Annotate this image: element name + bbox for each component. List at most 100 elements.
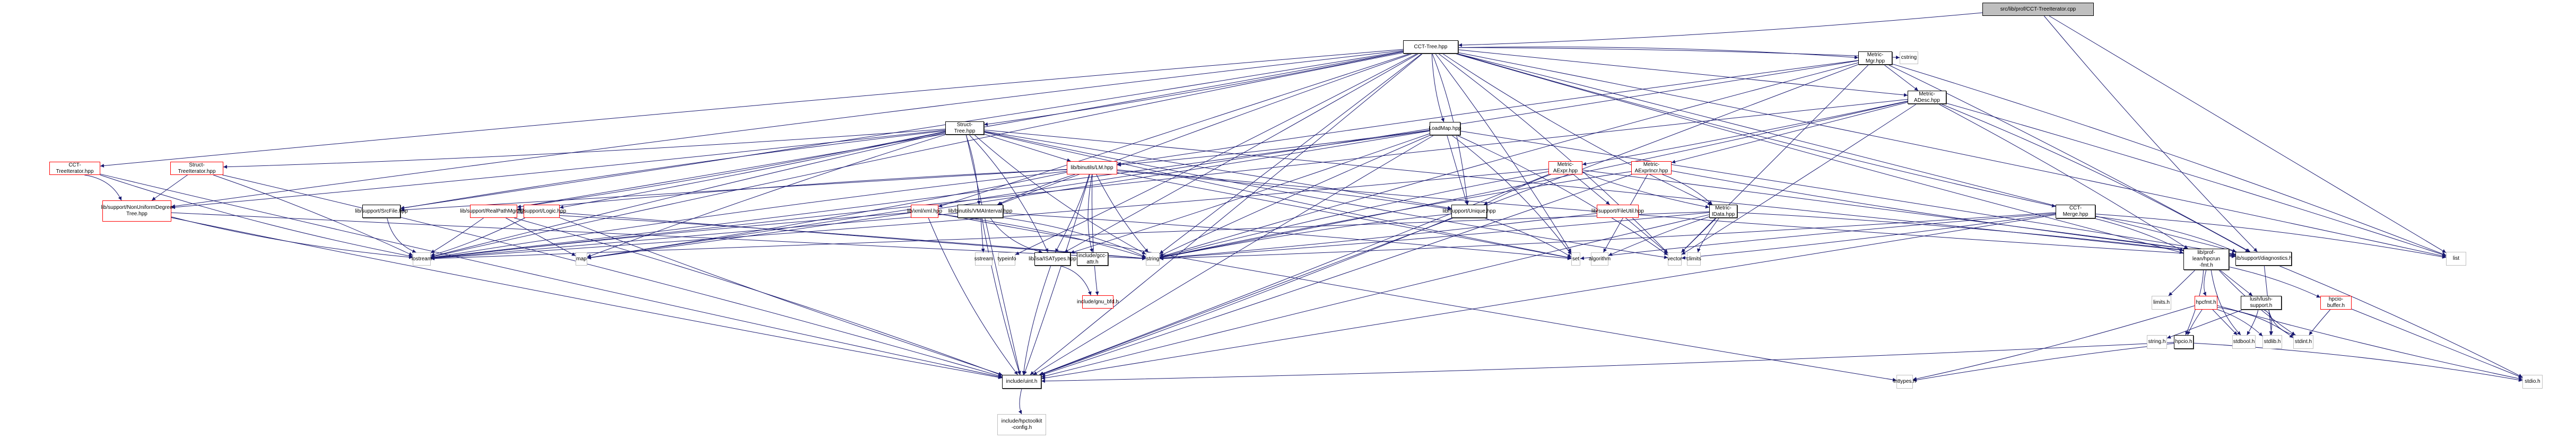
graph-node-label: LoadMap.hpp [1429,125,1461,131]
graph-node-label: stdbool.h [2233,339,2255,345]
graph-node-climits: climits [1686,252,1701,266]
graph-node-string: string [1146,252,1160,266]
graph-node-hpcio[interactable]: hpcio.h [2174,335,2194,349]
graph-node-hpcfmt[interactable]: hpcfmt.h [2195,296,2217,310]
graph-node-label: map [576,256,587,262]
edge-ccttree-to-srcfile [400,51,1404,210]
graph-node-label: lib/support/NonUniformDegree Tree.hpp [101,205,173,217]
edge-hpcfmt-to-stdint [2217,307,2294,338]
edge-metricidata-to-diagnostics [1737,212,2236,258]
edge-vma-to-set [1003,213,1572,260]
edge-structtree-to-structtreeit [223,128,946,169]
graph-node-typeinfo: typeinfo [997,252,1016,266]
edge-metricmgr-to-lm [1117,60,1859,166]
graph-node-unique[interactable]: lib/support/Unique.hpp [1442,205,1496,218]
edge-hpcrunfmt-to-hpciobuf [2229,266,2321,298]
edge-ccttree-to-typeinfo [1015,53,1418,255]
graph-node-realpath[interactable]: lib/support/RealPathMgr.hpp [460,205,527,218]
edge-lm-to-srcfile [400,169,1067,212]
edge-metricaexpr-to-fileutil [1573,174,1610,205]
graph-node-diagnostics[interactable]: lib/support/diagnostics.h [2235,252,2292,266]
edge-hpcio-to-inttypes [1912,343,2174,382]
edge-logic-to-iostream [430,217,525,257]
graph-node-nonuniform[interactable]: lib/support/NonUniformDegree Tree.hpp [101,200,173,222]
graph-node-label: lib/support/SrcFile.hpp [355,208,408,214]
edge-diagnostics-to-stdio [2278,265,2523,377]
graph-node-label: hpcio.h [2175,339,2192,345]
edge-structtree-to-iostream [430,132,946,258]
graph-node-root[interactable]: src/lib/prof/CCT-TreeIterator.cpp [1982,3,2094,16]
graph-node-metricadesc[interactable]: Metric-ADesc.hpp [1908,91,1946,104]
edge-ccttreeit-to-uint [100,173,1003,379]
edge-metricaexpr-to-diagnostics [1582,170,2236,257]
edge-structtreeit-to-uint [222,174,1003,377]
graph-node-hpciobuf[interactable]: hpcio-buffer.h [2320,296,2352,310]
graph-node-list: list [2446,252,2466,266]
graph-node-lm[interactable]: lib/binutils/LM.hpp [1067,161,1117,174]
edge-lm-to-uint [1023,174,1090,375]
graph-node-cctmerge[interactable]: CCT-Merge.hpp [2056,205,2095,218]
edge-vma-to-isatypes [990,217,1043,253]
edge-root-to-diagnostics [2043,15,2258,252]
edge-metricadesc-to-hpcrunfmt [1938,103,2188,249]
graph-node-label: Struct-TreeIterator.hpp [178,162,216,174]
edge-logic-to-string [559,212,1146,260]
graph-node-gccattr[interactable]: include/gcc-attr.h [1077,252,1108,266]
edge-uint-to-hpctkconfig [1018,388,1022,415]
edge-ccttree-to-diagnostics [1456,53,2237,253]
graph-node-uint[interactable]: include/uint.h [1002,375,1041,389]
graph-node-xml[interactable]: lib/xml/xml.hpp [907,205,942,218]
graph-node-logic[interactable]: lib/support/Logic.hpp [517,205,566,218]
graph-node-label: lib/binutils/LM.hpp [1071,164,1113,171]
graph-node-label: stdint.h [2294,339,2312,345]
graph-node-structtree[interactable]: Struct-Tree.hpp [945,121,984,135]
edge-hpcfmt-to-inttypes [1912,305,2195,381]
edge-loadmap-to-set [1451,135,1572,255]
edge-metricmgr-to-list [1892,64,2447,256]
edge-metricidata-to-algorithm [1608,216,1710,256]
edge-ccttree-to-cctmerge [1456,53,2056,208]
graph-node-vector: vector [1667,252,1682,266]
edge-structtree-to-map [587,134,946,258]
edge-ccttree-to-set [1435,53,1572,253]
edge-metricidata-to-uint [1041,214,1710,378]
graph-node-fileutil[interactable]: lib/support/FileUtil.hpp [1591,205,1644,218]
graph-node-gnubfd[interactable]: include/gnu_bfd.h [1077,295,1119,309]
edge-metricidata-to-iostream [430,211,1710,261]
edge-cctmerge-to-string [1159,212,2056,261]
graph-node-hpcrunfmt[interactable]: lib/prof-lean/hpcrun -fmt.h [2183,249,2229,270]
edge-ccttree-to-iostream [430,52,1404,258]
graph-node-structtreeit[interactable]: Struct-TreeIterator.hpp [170,162,223,175]
edge-fileutil-to-vector [1625,217,1668,253]
graph-node-metricaexpr[interactable]: Metric-AExpr.hpp [1548,161,1582,174]
graph-node-stdint: stdint.h [2293,335,2313,349]
edge-ccttree-to-structtree [984,51,1404,126]
edge-loadmap-to-vector [1456,135,1668,256]
graph-node-metricaexprincr[interactable]: Metric-AExprIncr.hpp [1631,161,1672,174]
edge-structtree-to-uint [965,134,1021,375]
edge-metricaexpr-to-metricidata [1582,172,1710,209]
edge-metricaexpr-to-string [1159,171,1549,259]
graph-node-isatypes[interactable]: lib/isa/ISATypes.hpp [1029,252,1076,266]
graph-node-vma[interactable]: lib/binutils/VMAInterval.hpp [948,205,1012,218]
graph-node-ccttree[interactable]: CCT-Tree.hpp [1403,40,1458,54]
graph-node-ccttreeit[interactable]: CCT-TreeIterator.hpp [49,162,100,175]
graph-node-lush[interactable]: lush/lush-support.h [2241,296,2282,310]
graph-node-metricmgr[interactable]: Metric-Mgr.hpp [1858,51,1892,65]
edge-lush-to-stdlib [2263,309,2273,336]
graph-node-metricidata[interactable]: Metric-IData.hpp [1709,205,1737,218]
graph-node-label: include/gnu_bfd.h [1077,298,1119,305]
edge-xml-to-uint [928,217,1018,375]
edge-hpcfmt-to-hpcio [2187,309,2203,336]
graph-node-loadmap[interactable]: LoadMap.hpp [1429,122,1461,135]
edge-metricmgr-to-vector [1681,64,1869,253]
edge-loadmap-to-string [1159,135,1431,257]
graph-node-srcfile[interactable]: lib/support/SrcFile.hpp [355,205,408,218]
edge-root-to-ccttree [1458,12,1983,47]
graph-node-label: sstream [974,256,994,262]
edge-hpcio-to-uint [1041,342,2174,383]
edge-metricaexprincr-to-diagnostics [1671,170,2236,256]
edge-structtree-to-isatypes [969,134,1049,253]
